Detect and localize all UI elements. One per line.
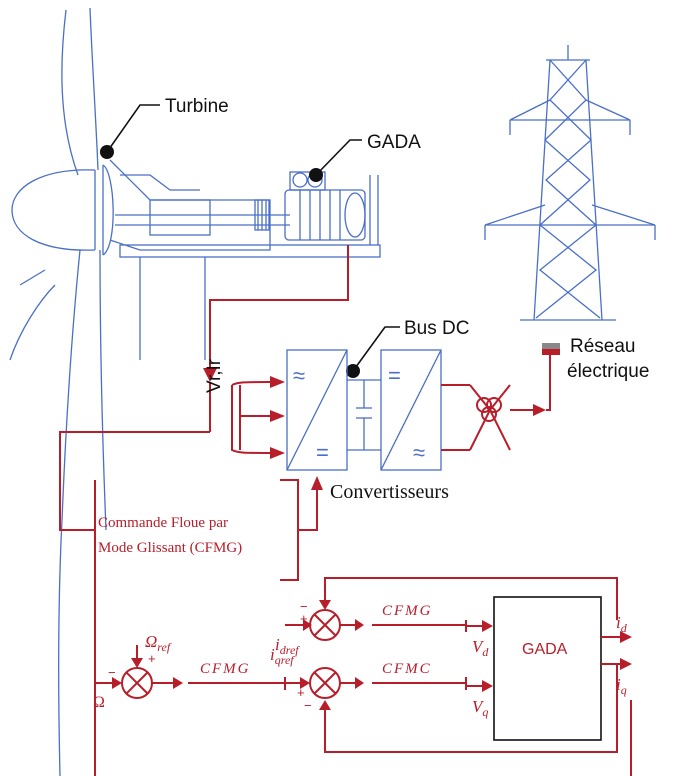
sign-q-plus: + <box>297 685 305 700</box>
bus-dc-label: Bus DC <box>404 318 469 339</box>
cfmg-box-line1: Commande Floue par <box>98 515 228 531</box>
converter-dc-ac <box>380 349 442 471</box>
i-qref-label: iqref <box>270 645 295 667</box>
i-d-label: id <box>616 613 628 635</box>
sign-d-plus: + <box>300 611 308 626</box>
i-q-label: iq <box>616 675 627 697</box>
cfmg-d-label: CFMG <box>382 603 433 619</box>
vr-ir-label: Vr,Ir <box>204 358 225 393</box>
converter-ac-dc <box>286 349 348 471</box>
control-loop: GADA <box>96 577 632 776</box>
sign-speed-minus: − <box>108 665 116 680</box>
callouts <box>100 104 400 378</box>
i-dref-label: idref <box>275 635 300 657</box>
sign-q-minus: − <box>304 698 312 713</box>
sign-speed-plus: + <box>148 651 156 666</box>
dc-symbol-1: = <box>316 440 329 465</box>
omega-ref-label: Ωref <box>145 632 172 654</box>
omega-label: Ω <box>93 694 105 711</box>
wind-turbine-drawing <box>9 7 381 776</box>
grid-marker-bottom <box>542 349 560 355</box>
v-q-label: Vq <box>472 697 488 719</box>
gada-block-label: GADA <box>522 641 568 658</box>
grid-marker-top <box>542 343 560 349</box>
reseau-label-line2: électrique <box>567 361 649 382</box>
turbine-label: Turbine <box>165 96 229 117</box>
transmission-pylon-drawing <box>484 45 656 321</box>
dc-symbol-2: = <box>388 363 401 388</box>
gada-block <box>493 596 602 741</box>
ac-symbol-2: ≈ <box>413 440 425 465</box>
gada-label: GADA <box>367 132 421 153</box>
sign-d-minus: − <box>300 599 308 614</box>
ac-symbol-1: ≈ <box>293 363 305 388</box>
reseau-label-line1: Réseau <box>570 336 636 357</box>
converters: ≈ = = ≈ <box>286 349 442 471</box>
convertisseurs-label: Convertisseurs <box>330 481 449 503</box>
v-d-label: Vd <box>472 637 489 659</box>
cfmg-speed-label: CFMG <box>200 661 251 677</box>
cfmc-q-label: CFMC <box>382 661 432 677</box>
cfmg-box-line2: Mode Glissant (CFMG) <box>98 540 242 556</box>
cfmg-controller-box: Commande Floue par Mode Glissant (CFMG) <box>94 479 299 776</box>
power-flow <box>59 245 551 531</box>
